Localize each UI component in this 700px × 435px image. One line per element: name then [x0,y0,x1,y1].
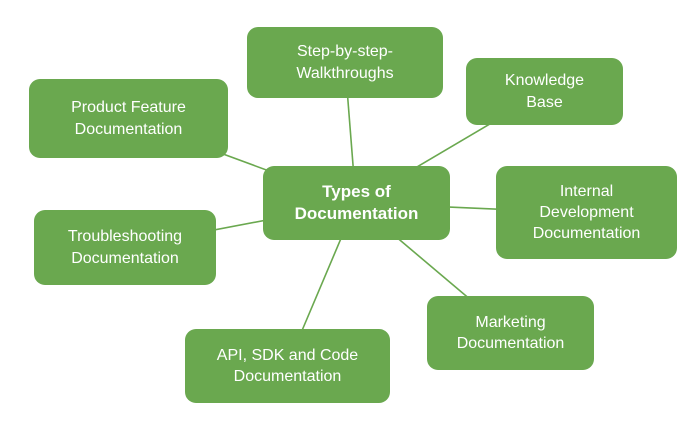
diagram-node-step-by-step-walkthroughs: Step-by-step- Walkthroughs [247,27,443,98]
diagram-node-api-sdk-code-documentation: API, SDK and Code Documentation [185,329,390,403]
diagram-node-center-types-of-documentation: Types of Documentation [263,166,450,240]
diagram-node-internal-development-documentation: Internal Development Documentation [496,166,677,259]
diagram-node-product-feature-documentation: Product Feature Documentation [29,79,228,158]
diagram-node-knowledge-base: Knowledge Base [466,58,623,125]
diagram-node-marketing-documentation: Marketing Documentation [427,296,594,370]
diagram-node-troubleshooting-documentation: Troubleshooting Documentation [34,210,216,285]
